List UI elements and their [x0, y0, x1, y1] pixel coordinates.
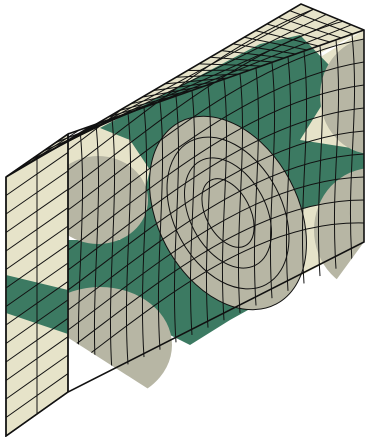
end-face-grid-line [5, 281, 69, 326]
front-face-mesh-line [301, 51, 308, 284]
end-face-grid-line [5, 170, 69, 215]
top-face-grid-line [198, 63, 262, 67]
front-face-mesh-line [67, 38, 364, 211]
front-face-mesh-line [221, 79, 228, 321]
top-face-grid-line [130, 89, 194, 105]
inclusion-ring-line [166, 136, 290, 290]
top-face-grid-line [142, 85, 205, 98]
inclusion-ring-line [201, 178, 255, 248]
end-face-grid-line [5, 244, 69, 289]
front-face-mesh-line [333, 40, 340, 269]
top-face-grid-line [187, 69, 251, 72]
end-face-grid-line [5, 152, 69, 196]
front-face-mesh-line [93, 124, 100, 380]
top-face-grid-line [232, 43, 296, 55]
front-face-mesh-line [173, 96, 180, 343]
end-face-grid-line [5, 317, 69, 363]
right-inclusion [314, 168, 364, 292]
front-face-mesh-line [67, 15, 364, 191]
top-face-grid-line [221, 50, 285, 59]
end-face-grid-line [5, 188, 69, 233]
central-inclusion [149, 116, 307, 310]
front-face-mesh-line [157, 101, 164, 350]
front-face-mesh-line [67, 107, 364, 271]
top-right-inclusion [320, 38, 364, 154]
top-face-grid-line [278, 16, 342, 39]
front-face-mesh-line [67, 199, 364, 351]
inclusion-ring-line [149, 115, 307, 311]
front-face-mesh-line [141, 107, 148, 358]
front-face-mesh-line [317, 45, 324, 277]
front-face-mesh-line [67, 61, 364, 231]
inclusion-ring-line [183, 157, 273, 269]
top-face-grid-line [119, 93, 182, 111]
top-face-grid-line [255, 30, 319, 47]
front-face-mesh-line [67, 130, 364, 291]
end-face-grid-line [5, 373, 69, 418]
front-face-mesh-line [237, 73, 244, 313]
front-face-mesh [67, 4, 364, 387]
end-face-grid-line [5, 225, 69, 270]
end-face-grid-line [5, 207, 69, 252]
end-face-grid-line [5, 354, 69, 400]
front-face-mesh-line [189, 90, 196, 335]
front-face-group [20, 30, 364, 403]
front-face-mesh-line [125, 112, 132, 365]
front-face-mesh-line [269, 62, 276, 299]
front-face-mesh-line [205, 84, 212, 328]
top-face-grid-line [266, 23, 330, 43]
end-face-grid-line [5, 336, 69, 381]
front-face-mesh-line [349, 34, 356, 262]
top-face-grid-line [164, 77, 228, 85]
end-face-grid-line [5, 262, 69, 307]
top-face-grid-line [244, 36, 308, 51]
top-face-grid-line [153, 81, 217, 91]
front-face-mesh-line [253, 68, 260, 306]
top-face-grid-line [176, 73, 239, 78]
block-outline [5, 3, 365, 437]
front-face-mesh-line [67, 222, 364, 371]
front-face-mesh-line [67, 84, 364, 251]
end-face-grid-line [5, 299, 69, 344]
front-face-mesh-line [109, 118, 116, 372]
